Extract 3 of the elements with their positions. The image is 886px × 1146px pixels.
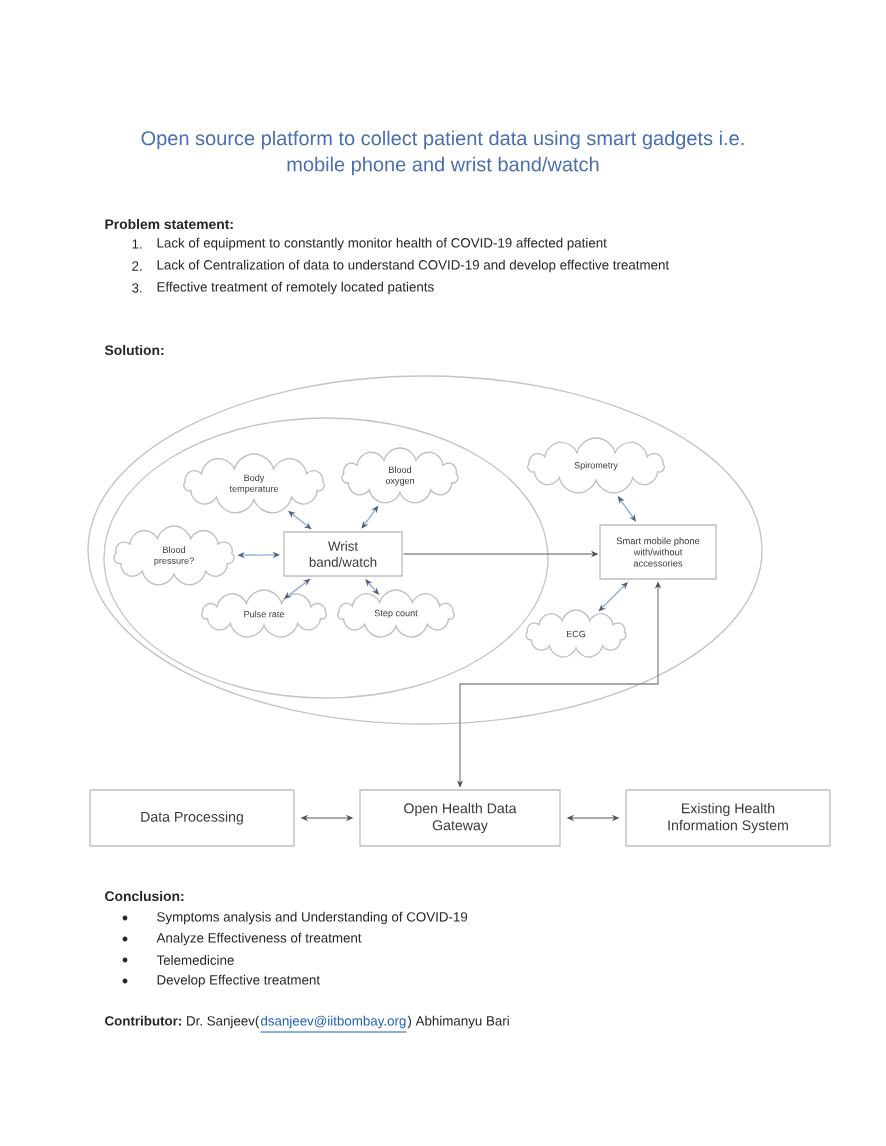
- boundary-ellipse: [87, 375, 763, 725]
- title: Open source platform to collect patient data using smart gadgets i.e. mobile phone and wrist band/watch: [141, 130, 744, 176]
- boundary-ellipse: [103, 417, 549, 699]
